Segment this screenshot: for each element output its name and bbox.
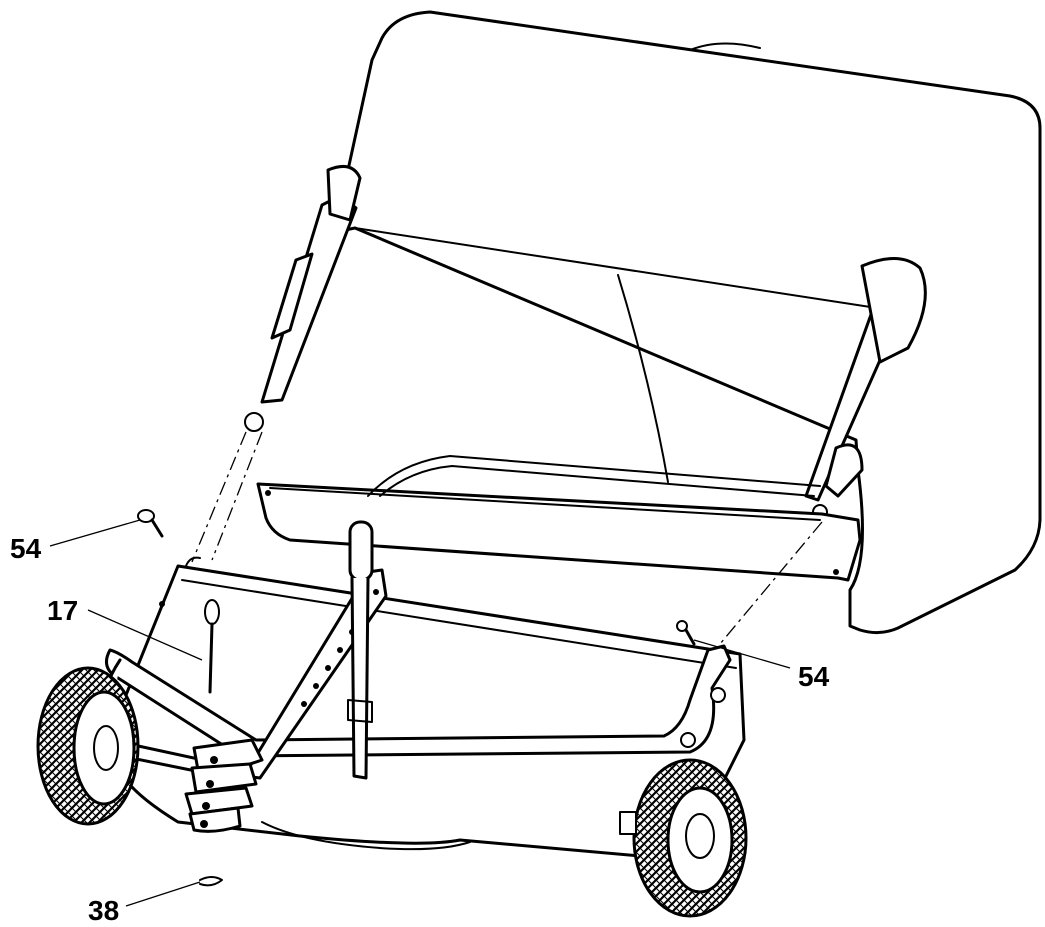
callout-17: 17: [47, 595, 78, 626]
hitch-pin-part: [204, 599, 220, 694]
alignment-lines: [191, 431, 823, 645]
height-post: [347, 520, 374, 780]
right-wheel: [619, 758, 748, 918]
hitch-bracket: [184, 738, 264, 833]
leader-lines: [49, 519, 791, 907]
callout-54-right: 54: [798, 661, 830, 692]
left-wheel: [36, 666, 140, 826]
callout-54-left: 54: [10, 533, 42, 564]
pin-54-right-part: [676, 620, 696, 646]
dump-pan: [256, 455, 862, 582]
hopper: [333, 10, 1042, 635]
callout-38: 38: [88, 895, 119, 926]
clip-38-part: [199, 876, 223, 887]
pin-54-left-part: [137, 509, 164, 538]
hopper-frame: [244, 164, 927, 520]
